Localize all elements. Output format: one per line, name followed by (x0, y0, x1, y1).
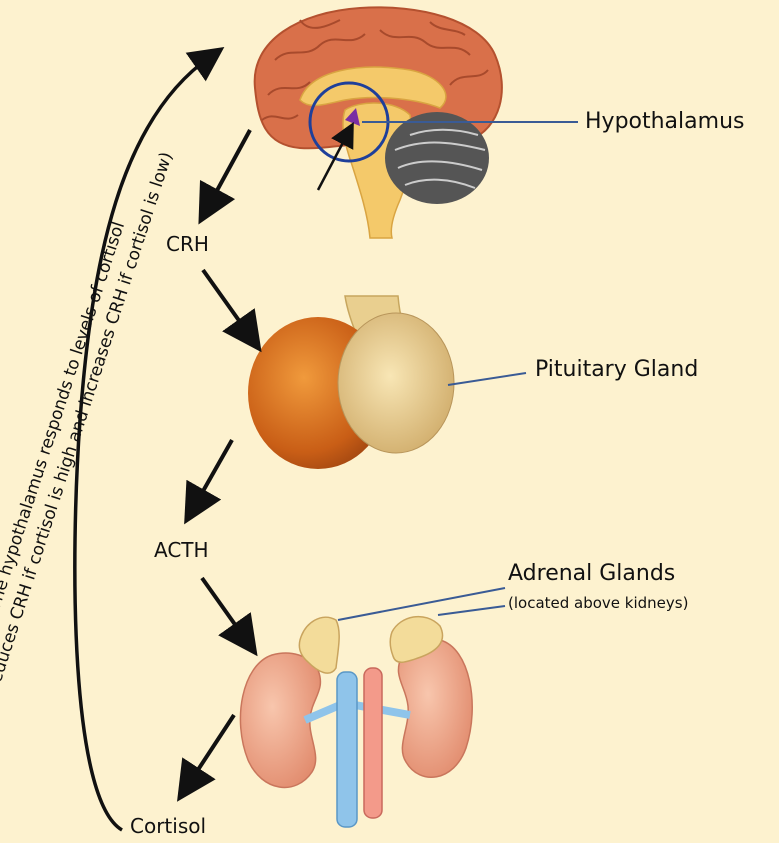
cerebellum (385, 112, 489, 204)
adrenal-pointer-line-right (438, 606, 505, 615)
arrow-pituitary-to-acth (194, 440, 232, 507)
adrenal-pointer-line-left (338, 588, 505, 620)
vena-cava (337, 672, 357, 827)
adrenal-glands-label: Adrenal Glands (508, 561, 675, 586)
arrow-hypothalamus-to-crh (208, 130, 250, 207)
arrow-acth-to-adrenal (202, 578, 246, 640)
crh-label: CRH (166, 232, 209, 256)
pituitary-pointer-line (448, 373, 526, 385)
arrow-kidney-to-cortisol (188, 715, 234, 785)
aorta (364, 668, 382, 818)
arrow-crh-to-pituitary (203, 270, 250, 336)
kidney-illustration (240, 617, 472, 827)
acth-label: ACTH (154, 538, 209, 562)
adrenal-location-note: (located above kidneys) (508, 594, 688, 612)
pituitary-posterior-lobe (338, 313, 454, 453)
cortisol-label: Cortisol (130, 814, 206, 838)
pituitary-illustration (248, 296, 454, 469)
pituitary-gland-label: Pituitary Gland (535, 357, 698, 382)
hypothalamus-label: Hypothalamus (585, 109, 744, 134)
